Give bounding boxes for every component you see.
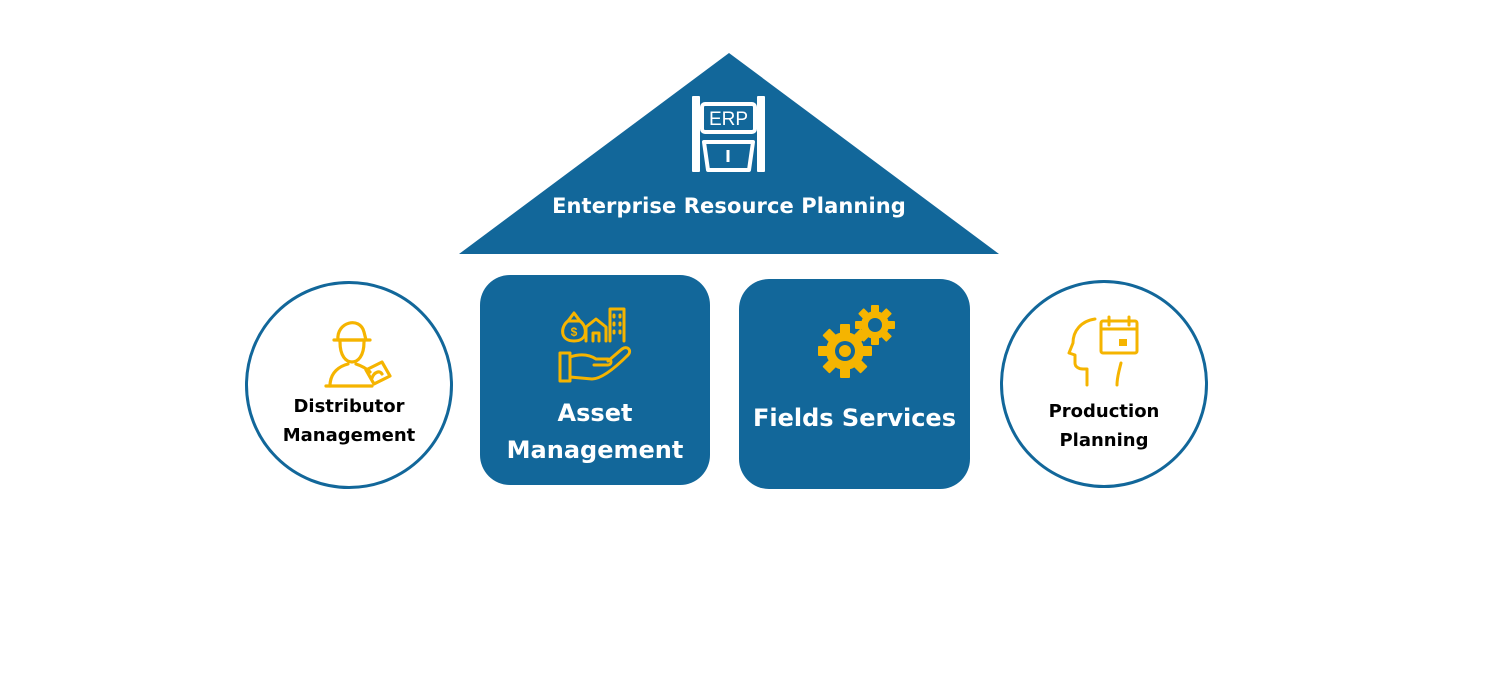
label-line-1: Distributor [293, 396, 405, 417]
distributor-management-circle: Distributor Management [245, 281, 453, 489]
svg-text:$: $ [571, 325, 578, 339]
head-calendar-icon [1067, 315, 1139, 387]
label-line-1: Production [1048, 401, 1160, 422]
roof-title: Enterprise Resource Planning [552, 194, 906, 218]
production-planning-circle: Production Planning [1000, 280, 1208, 488]
asset-management-label: Asset Management [480, 395, 710, 469]
erp-icon-text: ERP [709, 109, 748, 130]
gears-icon [818, 305, 895, 378]
label-line-2: Management [282, 425, 416, 446]
distributor-icon [324, 321, 392, 388]
label-line-2: Management [506, 436, 684, 464]
label-line-2: Planning [1059, 430, 1149, 451]
asset-management-box: $ Asset Management [480, 275, 710, 485]
label-line-1: Fields Services [752, 404, 956, 432]
production-planning-label: Production Planning [1003, 397, 1205, 455]
fields-services-label: Fields Services [739, 400, 970, 437]
distributor-management-label: Distributor Management [248, 392, 450, 450]
fields-services-box: Fields Services [739, 279, 970, 489]
erp-icon [692, 96, 765, 172]
asset-hand-icon: $ [558, 307, 632, 383]
label-line-1: Asset [557, 399, 633, 427]
